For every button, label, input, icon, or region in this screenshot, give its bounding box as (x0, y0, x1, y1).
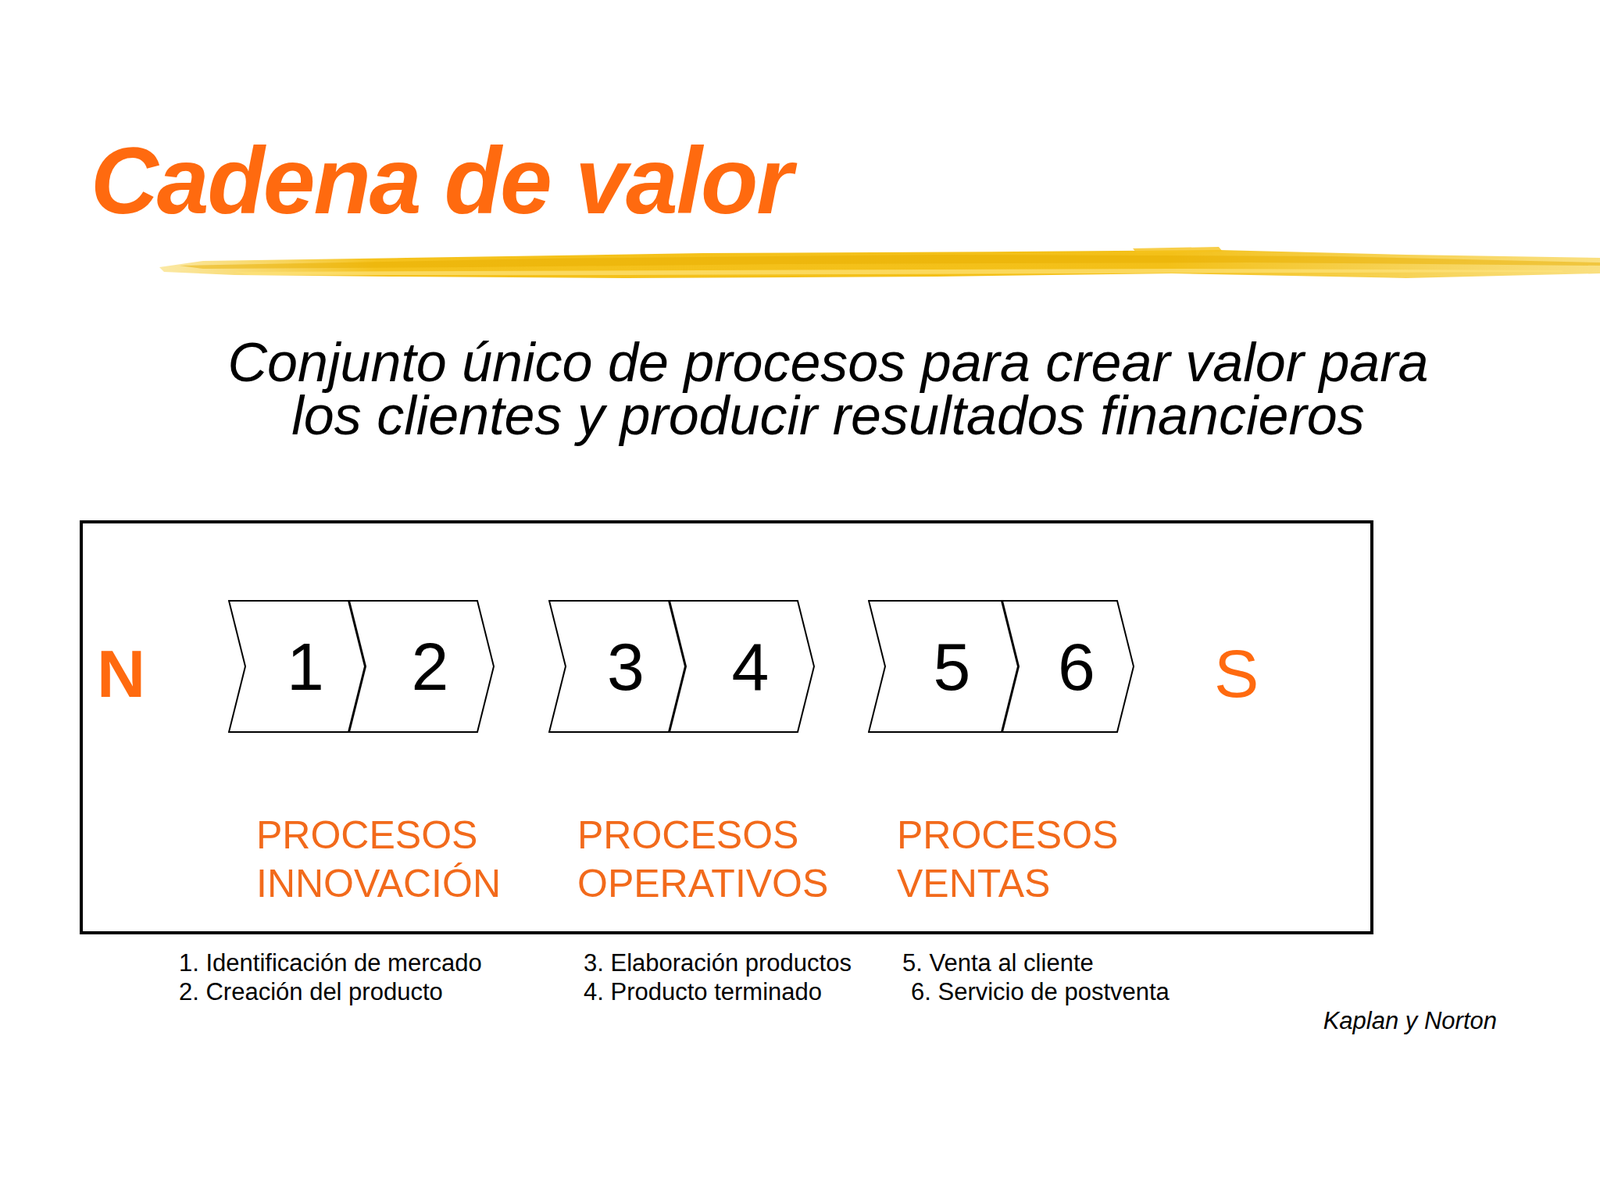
step-number: 5 (933, 627, 972, 706)
step-description: 3. Elaboración productos (583, 948, 852, 979)
step-description: 1. Identificación de mercado (178, 948, 483, 979)
start-letter: N (96, 634, 146, 713)
source-citation: Kaplan y Norton (1323, 1006, 1497, 1036)
chevron-outline (228, 600, 365, 733)
step-number: 6 (1057, 627, 1096, 706)
brush-stroke (0, 234, 1600, 297)
process-frame: 1 2 3 4 5 6 N S PROCESOS INNOVACIÓN PROCESOS OPER… (79, 520, 1374, 935)
step-description: 4. Producto terminado (583, 977, 822, 1008)
process-chevron: 6 (1001, 600, 1135, 733)
process-chevron: 2 (348, 600, 495, 733)
chevron-outline (549, 600, 686, 733)
process-chevron: 4 (668, 600, 815, 733)
process-group-label: PROCESOS VENTAS (896, 810, 1118, 908)
definition-text: Conjunto único de procesos para crear va… (195, 335, 1461, 443)
process-chevron: 5 (867, 600, 1019, 733)
process-chevron: 3 (548, 600, 686, 733)
process-chevron: 1 (228, 600, 366, 733)
end-letter: S (1214, 634, 1259, 713)
step-description: 5. Venta al cliente (902, 948, 1094, 979)
step-description: 6. Servicio de postventa (910, 977, 1170, 1008)
chevron-outline (669, 600, 815, 733)
step-number: 2 (411, 627, 450, 706)
process-group-label: PROCESOS OPERATIVOS (577, 810, 829, 908)
process-group-label: PROCESOS INNOVACIÓN (256, 810, 501, 908)
chevron-outline (349, 600, 494, 733)
slide-title: Cadena de valor (90, 129, 792, 232)
step-description: 2. Creación del producto (178, 977, 443, 1008)
step-number: 4 (732, 627, 770, 706)
chevron-outline (868, 600, 1018, 733)
step-number: 3 (607, 627, 645, 706)
chevron-outline (1002, 600, 1134, 733)
step-number: 1 (286, 627, 325, 706)
